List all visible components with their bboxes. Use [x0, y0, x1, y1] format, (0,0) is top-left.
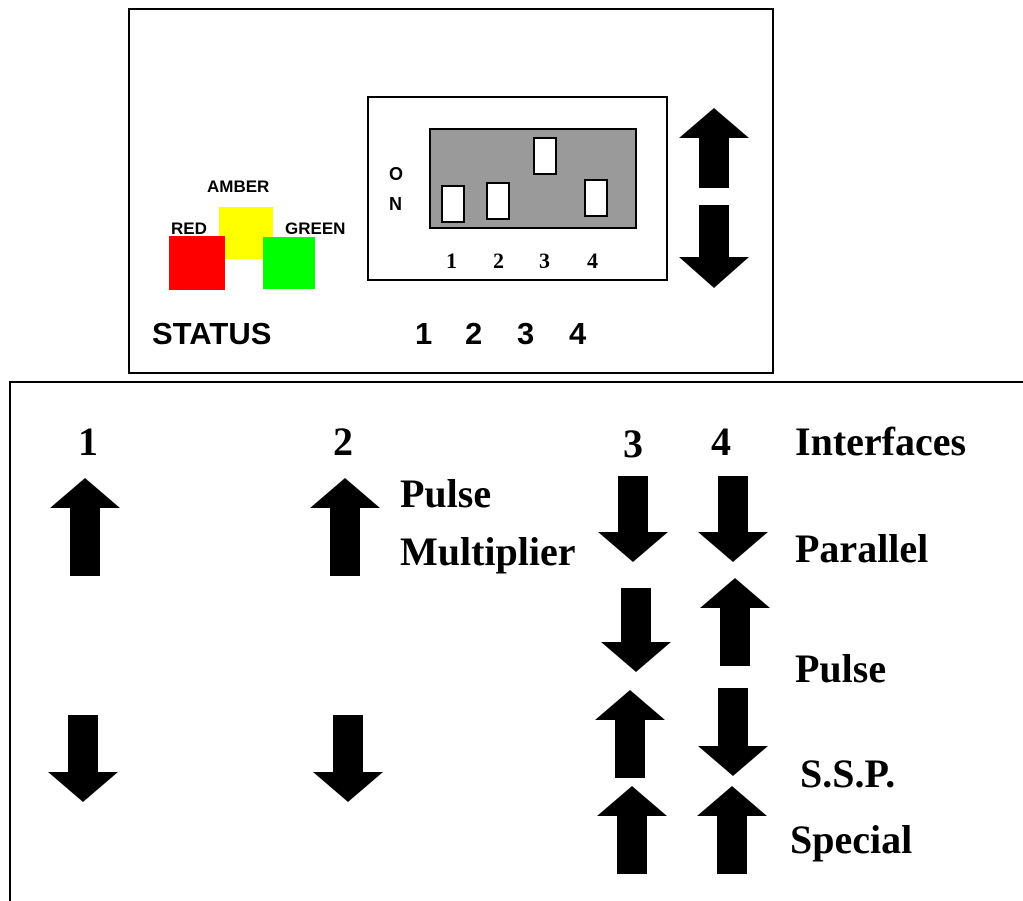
- interface-label-pulse-multiplier-line2: Multiplier: [400, 529, 576, 574]
- bottom-number-1: 1: [415, 316, 433, 351]
- bottom-number-2: 2: [465, 316, 483, 351]
- sw4-up-arrow-icon: [700, 578, 770, 666]
- sw1-down-arrow-icon: [48, 715, 118, 802]
- green-led: [263, 237, 315, 289]
- interface-label-special: Special: [790, 817, 913, 862]
- red-label: RED: [171, 219, 207, 238]
- up-arrow-icon: [679, 108, 749, 188]
- sw4-down-arrow-icon: [698, 688, 768, 776]
- green-label: GREEN: [285, 219, 346, 238]
- column-header-interfaces: Interfaces: [795, 419, 967, 464]
- status-label: STATUS: [152, 316, 272, 351]
- status-panel: [128, 8, 774, 374]
- dip-switch-3[interactable]: [533, 137, 557, 175]
- interface-label-pulse: Pulse: [795, 646, 887, 691]
- down-arrow-icon: [679, 205, 749, 288]
- sw2-up-arrow-icon: [310, 478, 380, 576]
- red-led: [169, 236, 225, 290]
- column-header-3: 3: [623, 421, 643, 466]
- bottom-number-3: 3: [517, 316, 535, 351]
- sw4-down-arrow-icon: [698, 476, 768, 562]
- interface-label-pulse-multiplier-line1: Pulse: [400, 471, 492, 516]
- dip-number-2: 2: [493, 248, 504, 273]
- dip-number-1: 1: [446, 248, 457, 273]
- sw3-up-arrow-icon: [597, 786, 667, 874]
- dip-switch-2[interactable]: [486, 182, 510, 220]
- dip-switch-housing: [367, 96, 668, 281]
- dip-switch-1[interactable]: [441, 185, 465, 223]
- sw3-down-arrow-icon: [598, 476, 668, 562]
- column-header-2: 2: [333, 419, 353, 464]
- interfaces-table-frame: [9, 381, 1023, 901]
- sw2-down-arrow-icon: [313, 715, 383, 802]
- dip-number-3: 3: [539, 248, 550, 273]
- on-label-o: O: [389, 164, 404, 184]
- sw3-down-arrow-icon: [601, 588, 671, 672]
- sw3-up-arrow-icon: [595, 690, 665, 778]
- column-header-4: 4: [711, 419, 731, 464]
- sw1-up-arrow-icon: [50, 478, 120, 576]
- interface-label-parallel: Parallel: [795, 526, 929, 571]
- interface-label-ssp: S.S.P.: [800, 751, 896, 796]
- column-header-1: 1: [78, 419, 98, 464]
- bottom-number-4: 4: [569, 316, 587, 351]
- on-label-n: N: [389, 194, 402, 214]
- amber-label: AMBER: [207, 177, 270, 196]
- dip-switch-4[interactable]: [584, 179, 608, 217]
- sw4-up-arrow-icon: [697, 786, 767, 874]
- dip-number-4: 4: [587, 248, 598, 273]
